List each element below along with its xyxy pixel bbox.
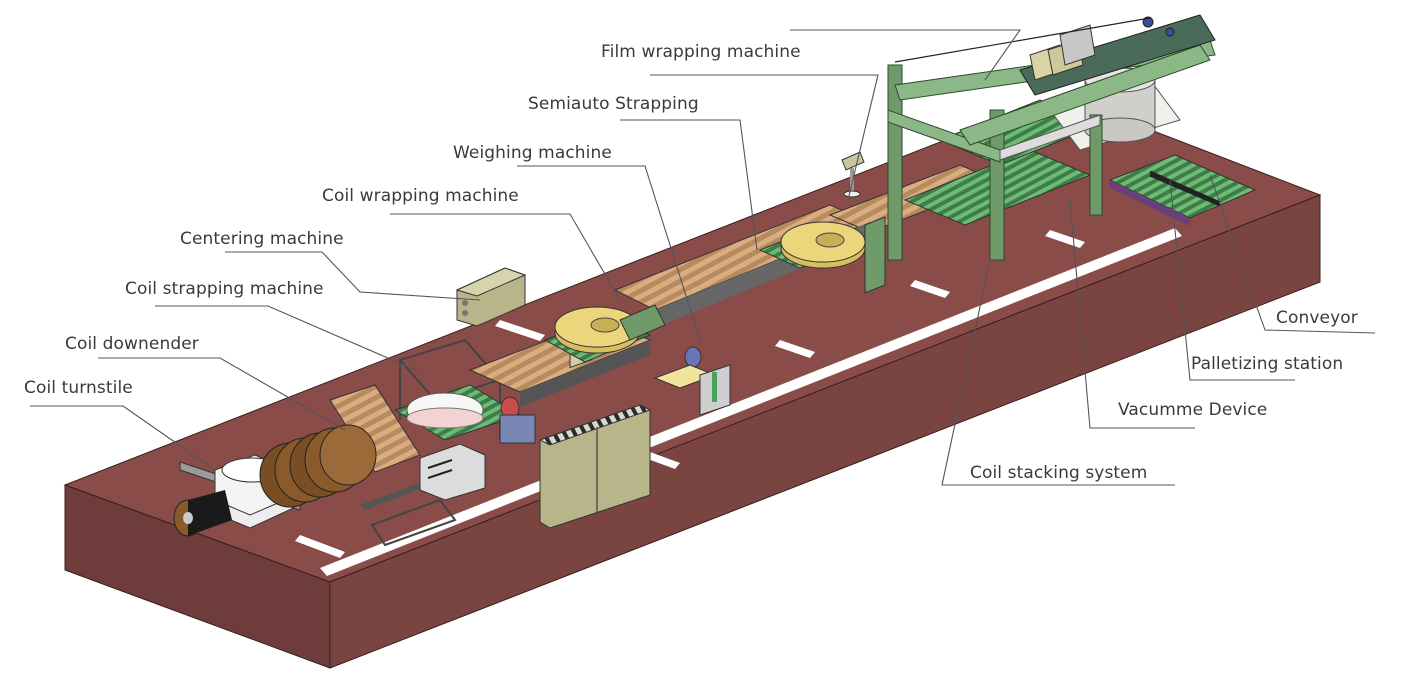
coil-strapping-machine (393, 338, 536, 501)
leader-coil-downender (98, 357, 346, 431)
label-palletizing-station: Palletizing station (1191, 354, 1344, 374)
leader-film-wrapping (650, 74, 879, 201)
film-wrapping-machine (894, 14, 1216, 96)
label-centering-machine: Centering machine (180, 229, 344, 249)
floor-tick (295, 535, 345, 558)
coil-downender (259, 384, 457, 547)
leader-coil-turnstile (30, 405, 216, 471)
floor-tick (495, 320, 545, 341)
leader-lines (30, 29, 1376, 486)
label-film-wrapping-machine: Film wrapping machine (601, 42, 801, 62)
leader-conveyor (1209, 174, 1376, 334)
label-conveyor: Conveyor (1276, 308, 1358, 328)
leader-top-unit (790, 29, 1022, 81)
leader-semiauto-strapping (620, 119, 758, 251)
floor-markings (295, 228, 1182, 576)
semiauto-strapping (758, 216, 886, 294)
floor-line-long (320, 228, 1182, 576)
floor-tick (910, 280, 950, 298)
platform-side-right (329, 194, 1321, 669)
leader-coil-wrapping (390, 213, 621, 301)
label-weighing-machine: Weighing machine (453, 143, 612, 163)
leader-palletizing (1169, 179, 1295, 381)
label-coil-downender: Coil downender (65, 334, 199, 354)
electrical-cabinet (538, 404, 652, 529)
leader-centering (225, 251, 481, 301)
floor-tick (645, 452, 680, 469)
leader-coil-strapping (155, 305, 421, 373)
label-vacumme-device: Vacumme Device (1118, 400, 1268, 420)
leader-weighing (517, 165, 701, 341)
coil-stack (259, 424, 377, 508)
label-coil-wrapping-machine: Coil wrapping machine (322, 186, 519, 206)
centering-control-box (455, 267, 527, 327)
weighing-machine (653, 346, 731, 416)
coil-wrapping-machine (543, 304, 666, 363)
label-coil-strapping-machine: Coil strapping machine (125, 279, 324, 299)
leader-coil-stacking (941, 259, 1175, 486)
label-coil-turnstile: Coil turnstile (24, 378, 133, 398)
label-coil-stacking-system: Coil stacking system (970, 463, 1148, 483)
floor-tick (1045, 230, 1085, 248)
leader-vacumme (1069, 199, 1195, 429)
label-semiauto-strapping: Semiauto Strapping (528, 94, 699, 114)
floor-tick (775, 340, 815, 358)
